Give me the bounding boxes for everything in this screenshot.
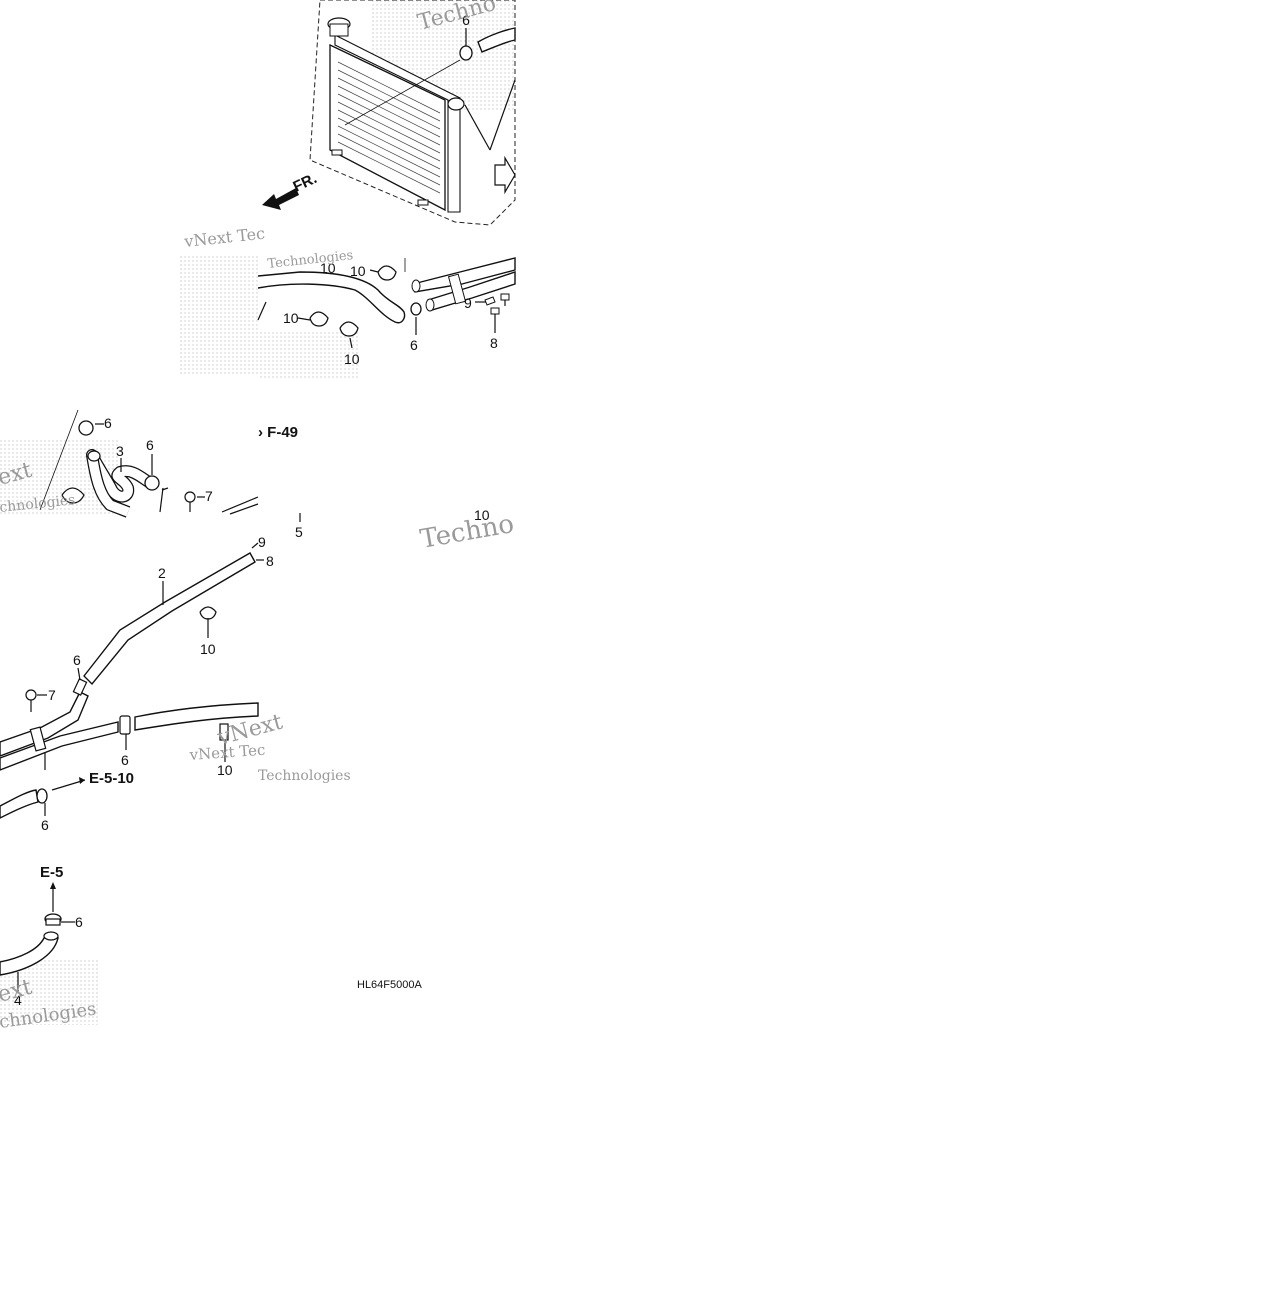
callout-7: 7	[48, 687, 56, 703]
ref-e-5-10: E-5-10	[89, 770, 134, 787]
callout-6: 6	[75, 914, 83, 930]
svg-text:vNext Tec: vNext Tec	[188, 741, 266, 764]
callout-6: 6	[121, 752, 129, 768]
ref-e-5: E-5	[40, 864, 63, 881]
hose-2	[83, 552, 256, 686]
callout-10: 10	[320, 260, 336, 276]
svg-text:Technologies: Technologies	[258, 768, 351, 784]
pipe-panel: 10 10 10 10 6 8 9	[257, 257, 516, 367]
bolt-icon	[484, 293, 510, 322]
callout-9: 9	[258, 534, 266, 550]
hose-clamp	[36, 606, 229, 804]
svg-text:Technologies: Technologies	[267, 248, 354, 272]
callout-6: 6	[41, 817, 49, 833]
hose-4	[0, 937, 59, 976]
bolt-icon	[25, 689, 37, 712]
callout-6: 6	[73, 652, 81, 668]
callout-6: 6	[104, 415, 112, 431]
hose-clamp	[44, 913, 62, 926]
callout-10: 10	[200, 641, 216, 657]
callout-8: 8	[490, 335, 498, 351]
lower-radiator-hose	[257, 271, 406, 324]
hose-clamp	[309, 265, 422, 337]
callout-10: 10	[344, 351, 360, 367]
svg-text:Techno: Techno	[418, 509, 516, 555]
view-arrow-icon	[494, 155, 516, 195]
watermark-texture	[0, 0, 515, 1025]
callout-10: 10	[217, 762, 233, 778]
bypass-hose	[0, 691, 89, 757]
svg-text:vNext Tec: vNext Tec	[182, 224, 265, 251]
callout-5: 5	[295, 524, 303, 540]
upper-hose-stub	[477, 27, 516, 53]
radiator-panel: 6 FR.	[262, 0, 516, 226]
diagram-code: HL64F5000A	[357, 979, 422, 991]
outlet-hose	[134, 702, 259, 731]
callout-4: 4	[14, 992, 22, 1008]
bottom-hose-panel: E-5 6 4	[0, 864, 83, 1008]
front-label: FR.	[291, 170, 320, 196]
callout-6: 6	[410, 337, 418, 353]
callout-2: 2	[158, 565, 166, 581]
water-hose	[0, 721, 119, 771]
bolt-icon	[184, 491, 196, 512]
callout-9: 9	[464, 295, 472, 311]
svg-text:chnologies: chnologies	[0, 492, 76, 516]
callout-10: 10	[283, 310, 299, 326]
hose-joint	[119, 715, 131, 735]
hose-clamp	[61, 420, 160, 504]
hose-clamp	[459, 45, 473, 61]
callout-10: 10	[474, 507, 490, 523]
callout-6: 6	[462, 12, 470, 28]
lower-hose-panel: 9 8 2 10 6 7 6 10 E-5-10 6	[0, 534, 274, 833]
radiator	[327, 17, 516, 213]
drain-hose	[0, 789, 39, 819]
ref-f49: › F-49	[258, 424, 298, 441]
callout-7: 7	[205, 488, 213, 504]
callout-8: 8	[266, 553, 274, 569]
callout-3: 3	[116, 443, 124, 459]
thermostat-hose-panel: 6 3 6 7 › F-49	[39, 409, 298, 518]
callout-10: 10	[350, 263, 366, 279]
callout-6: 6	[146, 437, 154, 453]
front-arrow-icon: FR.	[262, 170, 320, 210]
